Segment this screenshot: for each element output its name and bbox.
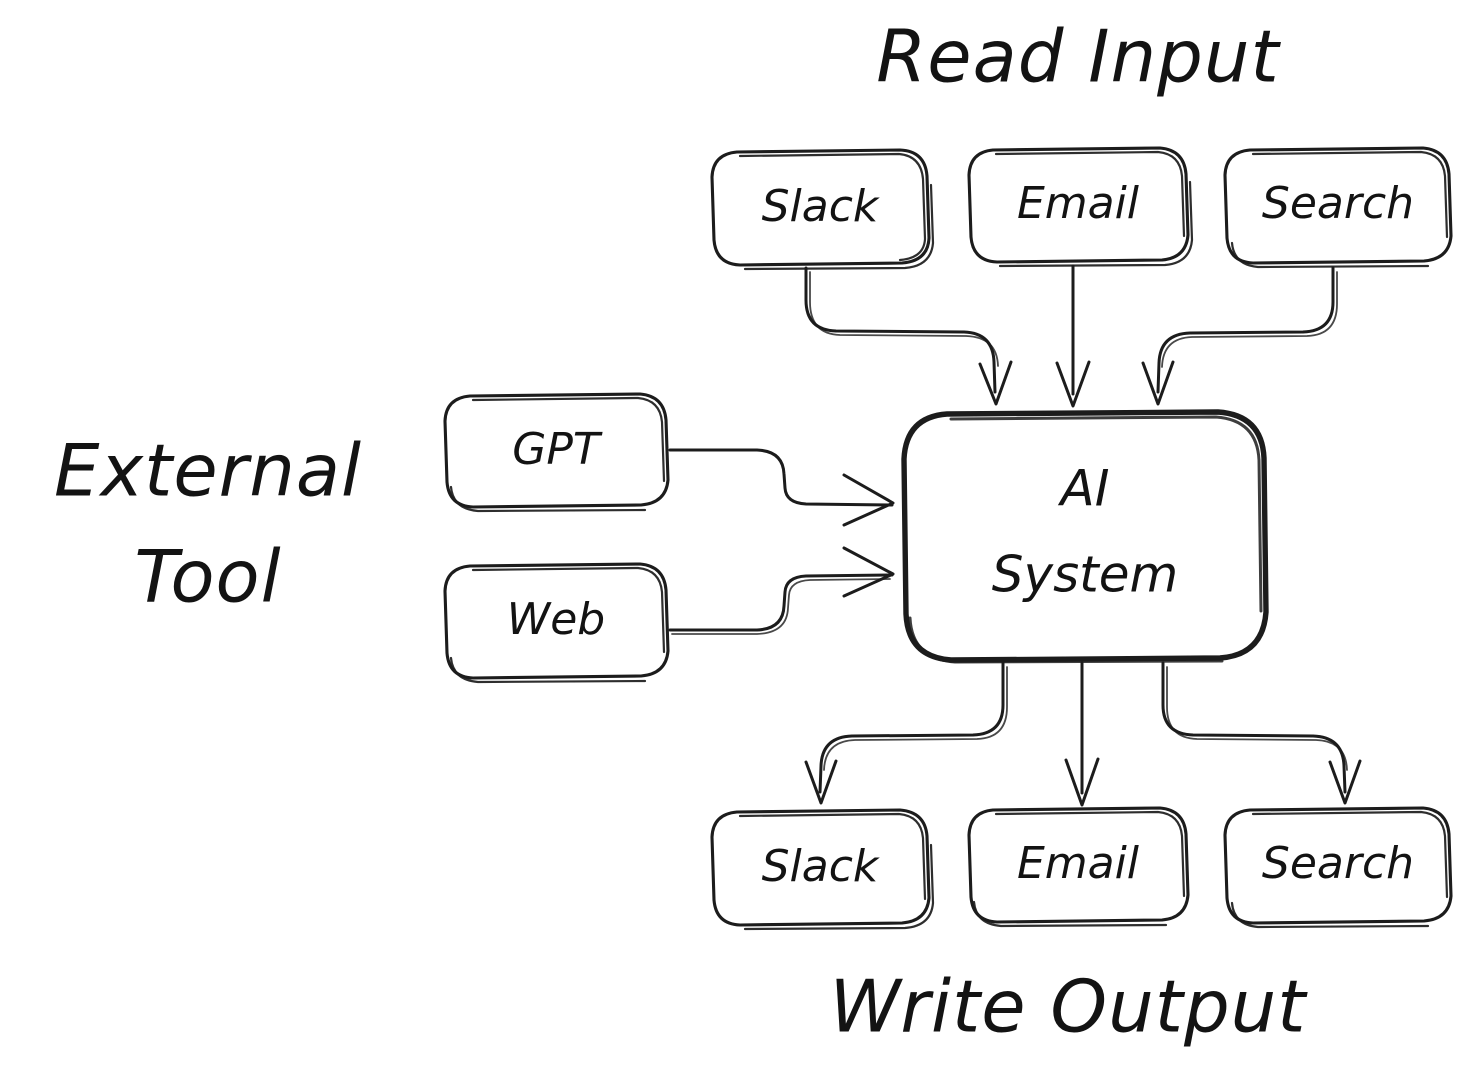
node-output-slack[interactable]: Slack — [710, 808, 935, 931]
edge-input-email-to-ai-system — [1055, 264, 1091, 408]
section-label-external-tool-line1: External — [54, 429, 362, 513]
edge-ai-system-to-output-slack — [804, 661, 1008, 805]
node-ai-system-label-line1: AI — [1058, 460, 1110, 518]
node-tool-web-label: Web — [507, 594, 606, 645]
edge-ai-system-to-output-email — [1064, 661, 1100, 807]
node-ai-system[interactable]: AI System — [901, 409, 1269, 664]
node-input-email[interactable]: Email — [967, 146, 1194, 268]
node-input-search-label: Search — [1262, 178, 1414, 229]
node-ai-system-label-line2: System — [992, 546, 1178, 604]
node-output-search[interactable]: Search — [1223, 806, 1453, 929]
node-output-email-label: Email — [1017, 838, 1140, 889]
section-label-write-output: Write Output — [829, 965, 1308, 1049]
edge-ai-system-to-output-search — [1161, 661, 1362, 805]
node-output-email[interactable]: Email — [967, 806, 1190, 928]
node-input-slack-label: Slack — [762, 181, 880, 232]
node-input-email-label: Email — [1017, 178, 1140, 229]
node-output-search-label: Search — [1262, 838, 1414, 889]
section-label-external-tool-line2: Tool — [134, 535, 281, 619]
edge-tool-web-to-ai-system — [668, 546, 895, 635]
node-tool-gpt[interactable]: GPT — [443, 392, 670, 513]
node-tool-web[interactable]: Web — [443, 562, 670, 684]
section-label-read-input: Read Input — [876, 15, 1281, 99]
node-tool-gpt-label: GPT — [512, 424, 603, 475]
node-output-slack-label: Slack — [762, 841, 880, 892]
edge-input-search-to-ai-system — [1141, 266, 1338, 406]
edge-tool-gpt-to-ai-system — [668, 448, 895, 527]
node-input-slack[interactable]: Slack — [710, 148, 935, 271]
node-input-search[interactable]: Search — [1223, 146, 1453, 269]
edge-input-slack-to-ai-system — [804, 266, 1013, 406]
